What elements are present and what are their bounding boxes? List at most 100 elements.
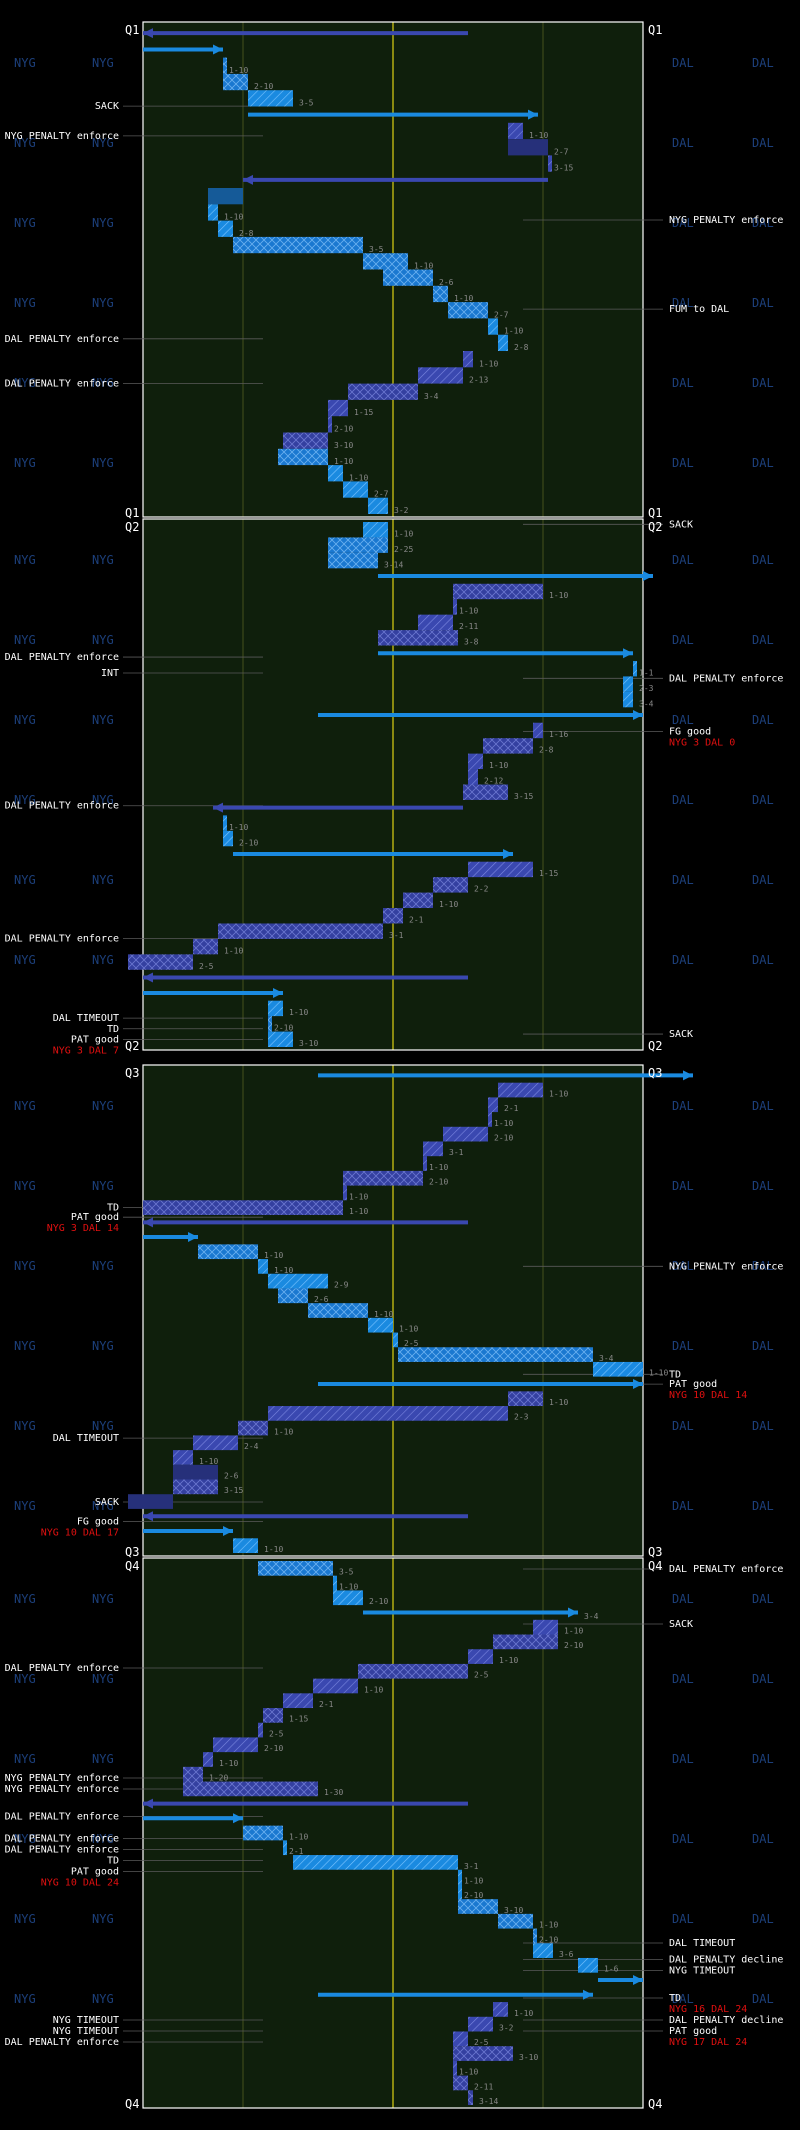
play-pass-bar [623,691,633,708]
event-label: NYG PENALTY enforce [669,215,783,226]
team-watermark: NYG [14,1179,36,1193]
quarter-label: Q3 [648,1545,662,1559]
play-pass-bar [333,1590,363,1606]
quarter-label: Q3 [125,1066,139,1080]
down-distance-label: 1-10 [464,1876,483,1885]
down-distance-label: 2-7 [494,310,509,319]
play-pass-bar [533,1943,553,1958]
down-distance-label: 3-10 [519,2053,538,2062]
team-watermark: DAL [672,1339,694,1353]
play-pass-bar [233,1538,258,1553]
play-pass-bar [328,399,348,417]
event-label: TD [669,1369,681,1380]
play-arrowhead [143,28,153,39]
event-label: DAL PENALTY enforce [5,801,119,812]
play-pass-bar [368,497,388,514]
team-watermark: DAL [672,456,694,470]
team-watermark: NYG [92,136,114,150]
team-watermark: NYG [92,1592,114,1606]
play-pass-bar [268,1406,508,1421]
team-watermark: NYG [92,1259,114,1273]
down-distance-label: 3-8 [464,638,479,647]
quarter-label: Q4 [648,2097,662,2111]
play-pass-bar [453,2031,468,2047]
down-distance-label: 1-10 [459,2068,478,2077]
play-run-bar [238,1420,268,1436]
event-label: NYG PENALTY enforce [5,131,119,142]
event-label: DAL PENALTY enforce [5,652,119,663]
team-watermark: NYG [14,1099,36,1113]
down-distance-label: 2-8 [539,746,554,755]
play-run-bar [403,892,433,909]
team-watermark: DAL [672,1499,694,1513]
event-label: NYG PENALTY enforce [5,1784,119,1795]
play-pass-bar [468,1649,493,1664]
event-label: DAL TIMEOUT [669,1938,735,1949]
team-watermark: NYG [14,1832,36,1846]
down-distance-label: 1-15 [289,1715,308,1724]
play-pass-bar [268,1000,283,1017]
event-label: SACK [669,1619,693,1630]
event-label: DAL PENALTY enforce [5,1845,119,1856]
team-watermark: NYG [92,1832,114,1846]
team-watermark: DAL [672,633,694,647]
event-label: DAL PENALTY decline [669,1955,783,1966]
play-pass-bar [283,1840,287,1856]
down-distance-label: 3-5 [339,1568,354,1577]
play-arrowhead [643,571,653,582]
team-watermark: NYG [92,296,114,310]
team-watermark: DAL [672,56,694,70]
play-pass-bar [193,1435,238,1451]
play-run-bar [263,1708,283,1723]
down-distance-label: 1-30 [324,1788,343,1797]
down-distance-label: 3-10 [299,1039,318,1048]
team-watermark: DAL [752,1832,774,1846]
play-pass-bar [223,815,227,831]
down-distance-label: 3-6 [559,1950,574,1959]
play-run-bar [343,1170,423,1186]
down-distance-label: 1-10 [454,294,473,303]
team-watermark: DAL [752,1099,774,1113]
team-watermark: NYG [14,953,36,967]
quarter-label: Q2 [648,520,662,534]
quarter-label: Q3 [648,1066,662,1080]
quarter-label: Q1 [125,23,139,37]
down-distance-label: 3-14 [479,2097,498,2106]
team-watermark: NYG [92,1099,114,1113]
play-pass-bar [328,416,332,433]
play-pass-bar [248,90,293,107]
team-watermark: DAL [752,56,774,70]
event-label: SACK [95,1497,119,1508]
play-arrowhead [243,174,253,185]
team-watermark: DAL [672,1592,694,1606]
play-run-bar [328,537,388,553]
event-label: DAL PENALTY enforce [5,1663,119,1674]
play-arrowhead [583,1989,593,2000]
down-distance-label: 3-1 [464,1862,479,1871]
down-distance-label: 2-11 [474,2082,493,2091]
play-pass-bar [418,367,463,384]
down-distance-label: 2-1 [504,1104,519,1113]
event-label: PAT good [669,2026,717,2037]
team-watermark: DAL [752,1912,774,1926]
down-distance-label: 1-10 [349,1207,368,1216]
event-label: DAL TIMEOUT [53,1013,119,1024]
down-distance-label: 2-5 [199,962,214,971]
play-pass-bar [258,1722,263,1738]
team-watermark: DAL [672,1179,694,1193]
play-run-bar [173,1479,218,1495]
down-distance-label: 1-10 [549,1398,568,1407]
play-pass-bar [578,1957,598,1973]
team-watermark: DAL [752,1419,774,1433]
down-distance-label: 1-10 [494,1119,513,1128]
play-run-bar [243,1825,283,1841]
team-watermark: DAL [752,713,774,727]
event-label: NYG TIMEOUT [669,1966,735,1977]
event-label: SACK [95,101,119,112]
team-watermark: NYG [14,376,36,390]
play-pass-bar [368,1317,393,1333]
team-watermark: DAL [752,1592,774,1606]
team-watermark: DAL [672,296,694,310]
team-watermark: DAL [672,953,694,967]
